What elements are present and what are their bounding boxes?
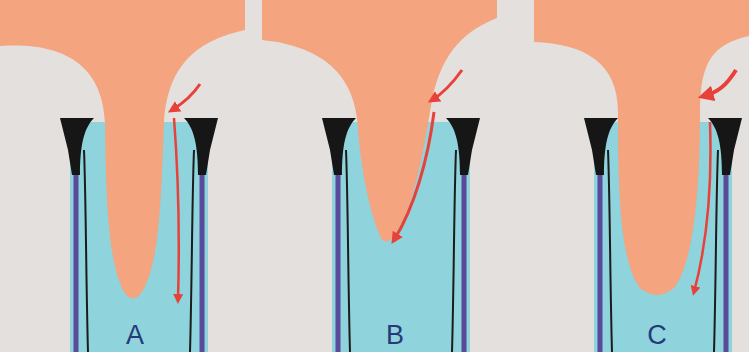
panel-label: C xyxy=(647,322,667,349)
panel-b xyxy=(262,0,497,352)
panel-c xyxy=(534,0,749,352)
panel-label: A xyxy=(126,322,144,349)
panel-a xyxy=(0,0,245,352)
panel-label: B xyxy=(386,322,404,349)
